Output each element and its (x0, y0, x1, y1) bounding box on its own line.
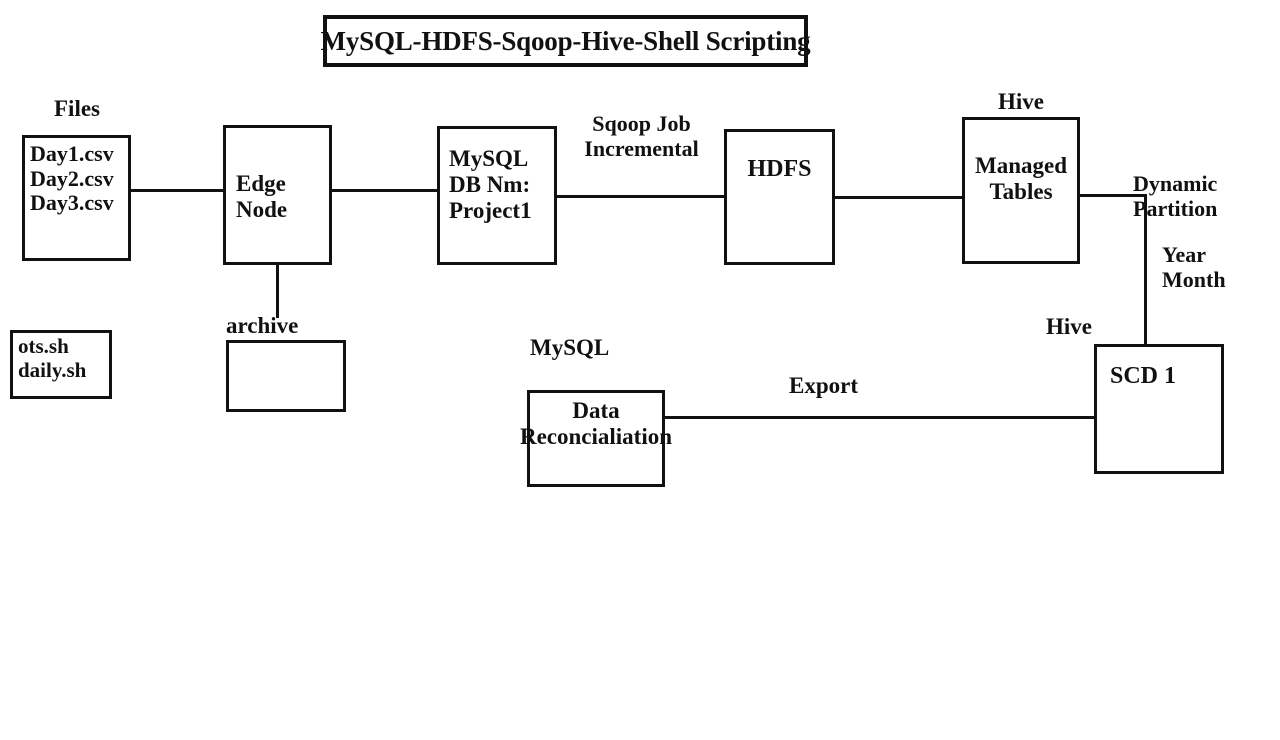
dynamic-partition-edge-label: Dynamic Partition (1133, 171, 1218, 221)
data-reconciliation-label: Data Reconcialiation (519, 398, 673, 449)
hdfs-label: HDFS (747, 156, 812, 182)
export-edge-label: Export (789, 373, 858, 398)
edge-node-box (223, 125, 332, 265)
connector-mysql-to-hdfs (556, 195, 726, 198)
connector-down-to-scd1 (1144, 194, 1147, 344)
connector-hdfs-to-managed-tables (834, 196, 964, 199)
files-box-text: Day1.csv Day2.csv Day3.csv (30, 141, 114, 216)
year-month-edge-label: Year Month (1162, 242, 1226, 292)
connector-edge-node-to-archive (276, 264, 279, 318)
connector-managed-tables-right (1079, 194, 1147, 197)
archive-label: archive (226, 313, 299, 338)
files-label: Files (54, 96, 100, 121)
scd1-label: SCD 1 (1110, 363, 1177, 389)
connector-reconciliation-to-scd1 (664, 416, 1096, 419)
scd1-box (1094, 344, 1224, 474)
data-reconciliation-box (527, 390, 665, 487)
scripts-box (10, 330, 112, 399)
mysql-db-box (437, 126, 557, 265)
managed-tables-label: Managed Tables (975, 153, 1067, 204)
scripts-box-text: ots.sh daily.sh (18, 334, 87, 382)
archive-box (226, 340, 346, 412)
page-title: MySQL-HDFS-Sqoop-Hive-Shell Scripting (320, 25, 811, 56)
hive-label-managed-tables: Hive (998, 89, 1044, 114)
managed-tables-box (962, 117, 1080, 264)
sqoop-job-edge-label: Sqoop Job Incremental (584, 111, 699, 161)
mysql-db-label: MySQL DB Nm: Project1 (449, 146, 532, 223)
hive-label-scd: Hive (1046, 314, 1092, 339)
edge-node-label: Edge Node (236, 171, 288, 222)
connector-edge-node-to-mysql (331, 189, 439, 192)
mysql-label-reconciliation: MySQL (530, 335, 610, 360)
files-box (22, 135, 131, 261)
hdfs-box (724, 129, 835, 265)
connector-files-to-edge-node (130, 189, 225, 192)
diagram-title-box: MySQL-HDFS-Sqoop-Hive-Shell Scripting (320, 15, 811, 67)
